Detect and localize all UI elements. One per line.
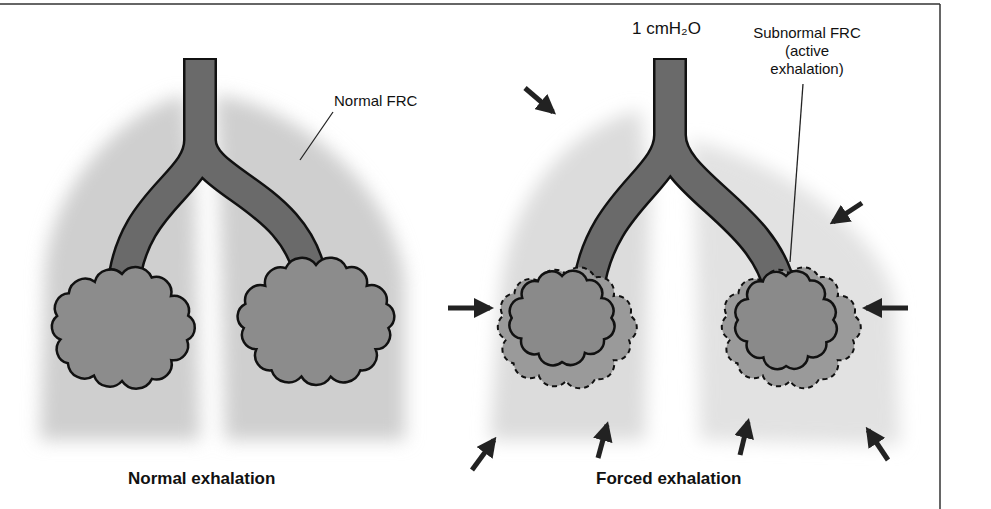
bronchus: [123, 58, 312, 290]
structure-label: Normal FRC: [334, 92, 417, 110]
compression-arrows: [448, 88, 908, 470]
structure-label: Subnormal FRC (active exhalation): [748, 24, 866, 78]
bronchial-tree: [123, 58, 780, 290]
alveolar-cluster-normal: [498, 267, 637, 388]
leader-line: [300, 112, 333, 160]
bronchus-outline: [588, 58, 780, 290]
panel-caption: Normal exhalation: [128, 470, 275, 488]
leader-line: [790, 84, 803, 262]
alveolar-cluster: [238, 258, 395, 385]
alveolar-cluster-normal: [722, 267, 861, 388]
alveoli: [52, 258, 861, 389]
frame-line: [0, 3, 940, 5]
frame-line: [939, 4, 941, 509]
alveolar-cluster: [52, 267, 195, 389]
panel-caption: Forced exhalation: [596, 470, 741, 488]
alveolar-cluster-reduced: [735, 271, 837, 369]
pressure-label: 1 cmH₂O: [632, 20, 701, 38]
bronchus: [588, 58, 780, 290]
alveolar-cluster-reduced: [509, 271, 614, 366]
bronchus-outline: [123, 58, 312, 290]
